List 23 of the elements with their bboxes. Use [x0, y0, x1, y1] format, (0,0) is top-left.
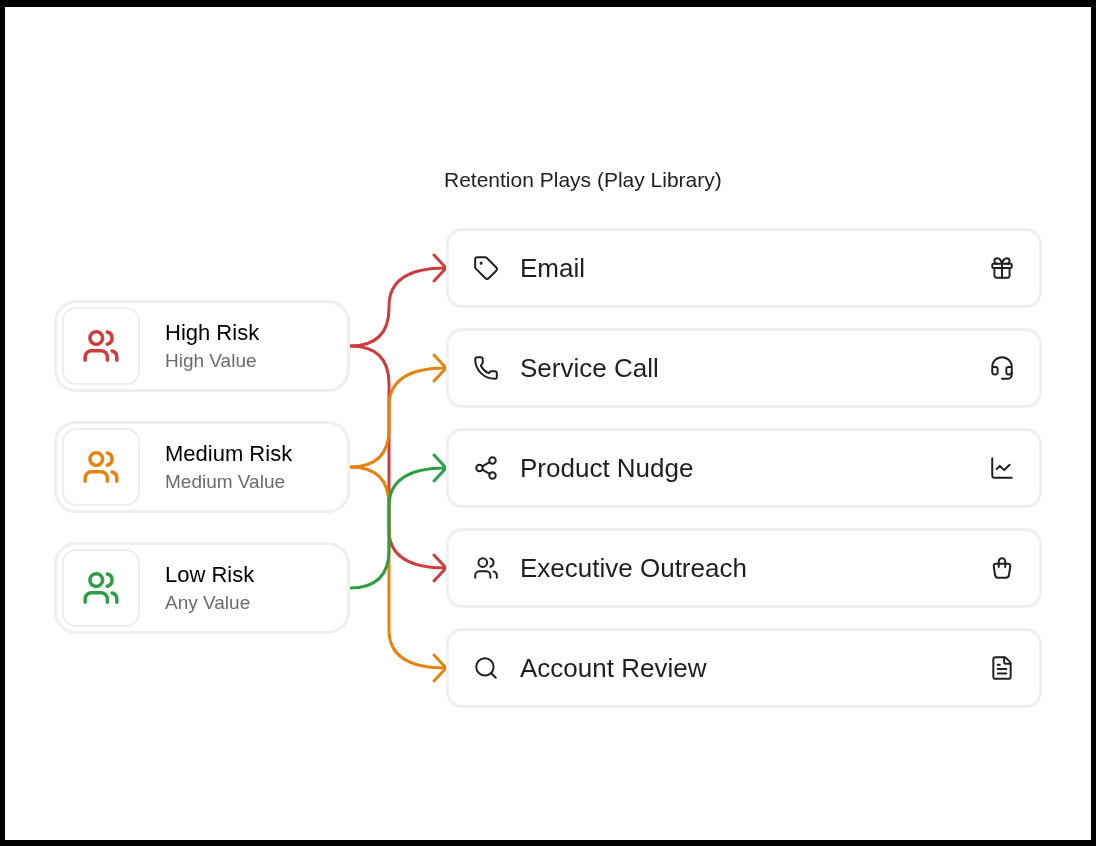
play-label: Executive Outreach [520, 552, 747, 584]
play-label: Product Nudge [520, 452, 694, 484]
segment-title: Medium Risk [165, 440, 293, 468]
segment-title: High Risk [165, 319, 260, 347]
segment-title: Low Risk [165, 561, 255, 589]
play-label: Account Review [520, 652, 707, 684]
play-card [446, 528, 1042, 608]
play-label: Service Call [520, 352, 659, 384]
connector-arrow [348, 453, 448, 590]
connector-arrow [348, 353, 448, 469]
play-card [446, 228, 1042, 308]
connector-arrow [348, 253, 448, 348]
segment-subtitle: Any Value [165, 591, 252, 615]
play-card [446, 428, 1042, 508]
diagram-title: Retention Plays (Play Library) [444, 168, 722, 191]
play-card [446, 628, 1042, 708]
play-card [446, 328, 1042, 408]
segment-subtitle: Medium Value [165, 470, 287, 494]
segment-card [54, 300, 350, 392]
play-label: Email [520, 252, 585, 284]
segment-subtitle: High Value [165, 349, 258, 373]
segment-card [54, 421, 350, 513]
segment-card [54, 542, 350, 634]
